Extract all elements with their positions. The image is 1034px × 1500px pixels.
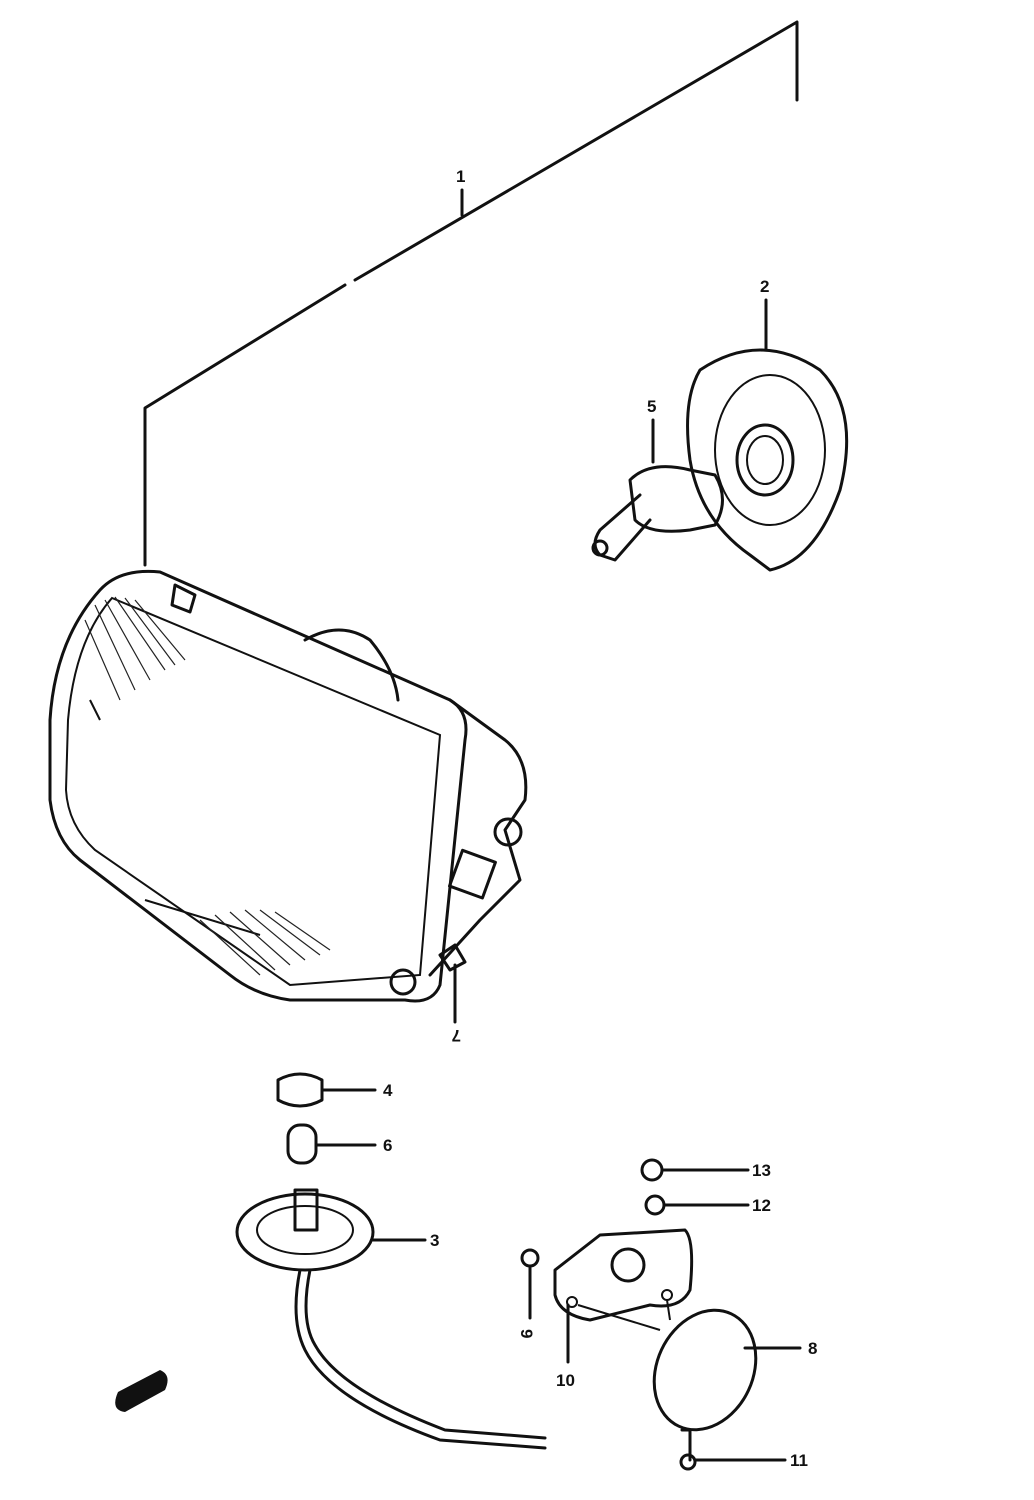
bracket bbox=[520, 1228, 694, 1364]
nut-washer bbox=[640, 1158, 750, 1216]
logo-mark bbox=[115, 1370, 168, 1412]
sleeve bbox=[286, 1123, 377, 1165]
grommet bbox=[276, 1072, 377, 1108]
headlamp-unit bbox=[48, 569, 528, 1003]
socket-wire bbox=[235, 1188, 547, 1450]
part-label-13: 13 bbox=[752, 1161, 771, 1180]
assembly-leader-line bbox=[143, 20, 799, 567]
part-label-8: 8 bbox=[808, 1339, 817, 1358]
part-label-7: 7 bbox=[452, 1026, 461, 1045]
part-label-11: 11 bbox=[790, 1451, 808, 1470]
lens-shading bbox=[84, 596, 331, 976]
socket-cover bbox=[686, 298, 849, 572]
bulb bbox=[591, 418, 724, 562]
part-label-12: 12 bbox=[752, 1196, 771, 1215]
part-label-1: 1 bbox=[456, 167, 465, 186]
part-label-4: 4 bbox=[383, 1081, 393, 1100]
part-label-2: 2 bbox=[760, 277, 769, 296]
part-label-9: 9 bbox=[517, 1329, 536, 1338]
part-label-3: 3 bbox=[430, 1231, 439, 1250]
part-label-5: 5 bbox=[647, 397, 656, 416]
part-label-6: 6 bbox=[383, 1136, 392, 1155]
small-lamp bbox=[652, 1308, 802, 1471]
part-label-10: 10 bbox=[556, 1371, 575, 1390]
